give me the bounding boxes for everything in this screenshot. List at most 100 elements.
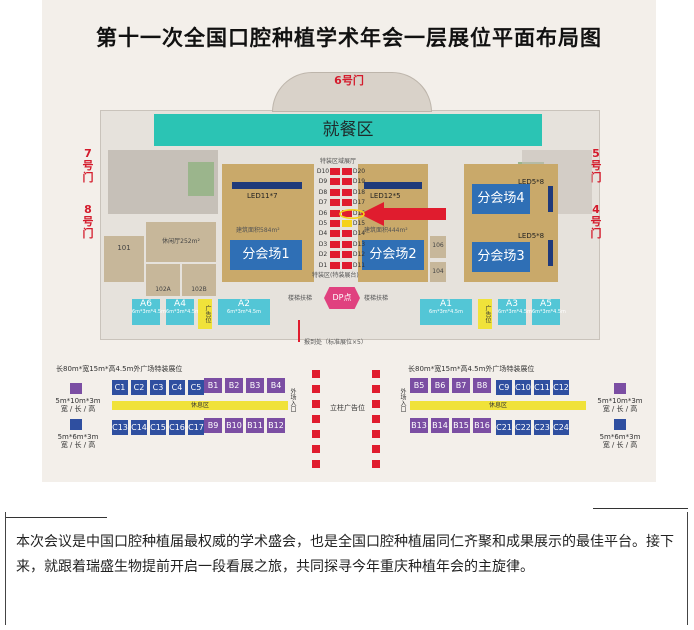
booth-b3: B3 xyxy=(246,378,264,393)
gate8-label: 8号门 xyxy=(82,203,94,240)
d-booth-d12 xyxy=(342,251,352,259)
gate6-label: 6号门 xyxy=(334,74,364,87)
led-right-bottom-screen xyxy=(548,240,553,266)
legend-small-sub-right: 宽 / 长 / 高 xyxy=(602,441,638,449)
room-101: 101 xyxy=(104,236,144,282)
led-center-label: LED12*5 xyxy=(370,192,401,200)
led-center-screen xyxy=(364,182,422,189)
column-ad-block xyxy=(372,370,380,378)
d-booth-label-d18: D18 xyxy=(352,188,366,196)
booth-c5: C5 xyxy=(188,380,204,395)
room-106: 106 xyxy=(430,236,446,258)
rest-area-right: 休息区 xyxy=(410,401,586,410)
entrance-right: 外场入口 xyxy=(399,388,406,412)
column-ad-block xyxy=(312,460,320,468)
d-booth-label-d2: D2 xyxy=(318,251,328,259)
d-booth-label-d13: D13 xyxy=(352,240,366,248)
left-green-room xyxy=(188,162,214,196)
rest-area-left: 休息区 xyxy=(112,401,288,410)
booth-c15: C15 xyxy=(150,420,166,435)
booth-b10: B10 xyxy=(225,418,243,433)
column-ad-block xyxy=(372,460,380,468)
booth-b5: B5 xyxy=(410,378,428,393)
column-ad-block xyxy=(372,385,380,393)
booth-c16: C16 xyxy=(169,420,185,435)
divider-top-left xyxy=(5,517,107,518)
d-booth-label-d1: D1 xyxy=(318,261,328,269)
legend-small-right: 5m*6m*3m xyxy=(599,433,641,441)
booth-c10: C10 xyxy=(515,380,531,395)
led-right-top-label: LED5*8 xyxy=(518,178,545,186)
d-booth-label-d3: D3 xyxy=(318,240,328,248)
hall-2-note: 建筑面积444m² xyxy=(364,227,408,234)
column-ad-block xyxy=(372,430,380,438)
d-booth-label-d20: D20 xyxy=(352,168,366,175)
legend-large-right: 5m*10m*3m xyxy=(597,397,643,405)
divider-top-right xyxy=(593,508,688,509)
center-top-label: 特装区域展厅 xyxy=(320,158,357,165)
booth-c13: C13 xyxy=(112,420,128,435)
booth-c24: C24 xyxy=(553,420,569,435)
column-ad-block xyxy=(312,415,320,423)
arrow-icon xyxy=(360,202,446,226)
column-ad-block xyxy=(312,385,320,393)
d-booth-d15 xyxy=(342,220,352,227)
d-booth-d9 xyxy=(330,178,340,186)
foyer-room: 休闲厅252m² xyxy=(146,222,216,262)
gate6-hall xyxy=(272,72,432,112)
outdoor-left-label: 长80m*宽15m*高4.5m外广场特装展位 xyxy=(56,365,183,373)
booth-b16: B16 xyxy=(473,418,491,433)
dp-point: DP点 xyxy=(324,287,360,309)
booth-b4: B4 xyxy=(267,378,285,393)
d-booth-label-d17: D17 xyxy=(352,199,366,207)
booth-b1: B1 xyxy=(204,378,222,393)
d-booth-label-d10: D10 xyxy=(316,168,330,175)
center-note: 特装区(特装展台) xyxy=(312,272,359,279)
d-booth-d5 xyxy=(330,220,340,227)
outdoor-right-label: 长80m*宽15m*高4.5m外广场特装展位 xyxy=(408,365,535,373)
d-booth-d3 xyxy=(330,240,340,248)
d-booth-d6 xyxy=(330,209,340,217)
d-booth-label-d16: D16 xyxy=(352,209,366,217)
d-booth-label-d5: D5 xyxy=(318,220,328,227)
d-booth-label-d15: D15 xyxy=(352,220,366,227)
hall-1: 分会场1 xyxy=(230,240,302,270)
d-booth-label-d8: D8 xyxy=(318,188,328,196)
d-booth-label-d6: D6 xyxy=(318,209,328,217)
booth-b7: B7 xyxy=(452,378,470,393)
ad-right: 广告位 xyxy=(478,299,492,329)
legend-small-swatch xyxy=(70,419,82,430)
d-booth-d1 xyxy=(330,261,340,269)
d-booth-label-d19: D19 xyxy=(352,178,366,186)
booth-b9: B9 xyxy=(204,418,222,433)
d-booth-d13 xyxy=(342,240,352,248)
booth-c1: C1 xyxy=(112,380,128,395)
booth-b6: B6 xyxy=(431,378,449,393)
led-right-top-screen xyxy=(548,186,553,212)
hall-1-note: 建筑面积584m² xyxy=(236,227,280,234)
d-booth-d2 xyxy=(330,251,340,259)
led-right-bottom-label: LED5*8 xyxy=(518,232,545,240)
d-booth-d11 xyxy=(342,261,352,269)
column-ad-block xyxy=(312,430,320,438)
booth-c2: C2 xyxy=(131,380,147,395)
gate4-label: 4号门 xyxy=(590,203,602,240)
d-booth-label-d4: D4 xyxy=(318,230,328,238)
intro-paragraph: 本次会议是中国口腔种植届最权威的学术盛会，也是全国口腔种植届同仁齐聚和成果展示的… xyxy=(16,534,674,575)
stairs-right: 楼梯扶梯 xyxy=(364,295,389,302)
d-booth-d10 xyxy=(330,168,340,175)
column-ad-block xyxy=(312,400,320,408)
column-ad-block xyxy=(312,370,320,378)
booth-b2: B2 xyxy=(225,378,243,393)
legend-large-sub: 宽 / 长 / 高 xyxy=(60,405,96,413)
booth-c3: C3 xyxy=(150,380,166,395)
booth-b8: B8 xyxy=(473,378,491,393)
gate7-label: 7号门 xyxy=(82,147,94,184)
legend-large-sub-right: 宽 / 长 / 高 xyxy=(602,405,638,413)
